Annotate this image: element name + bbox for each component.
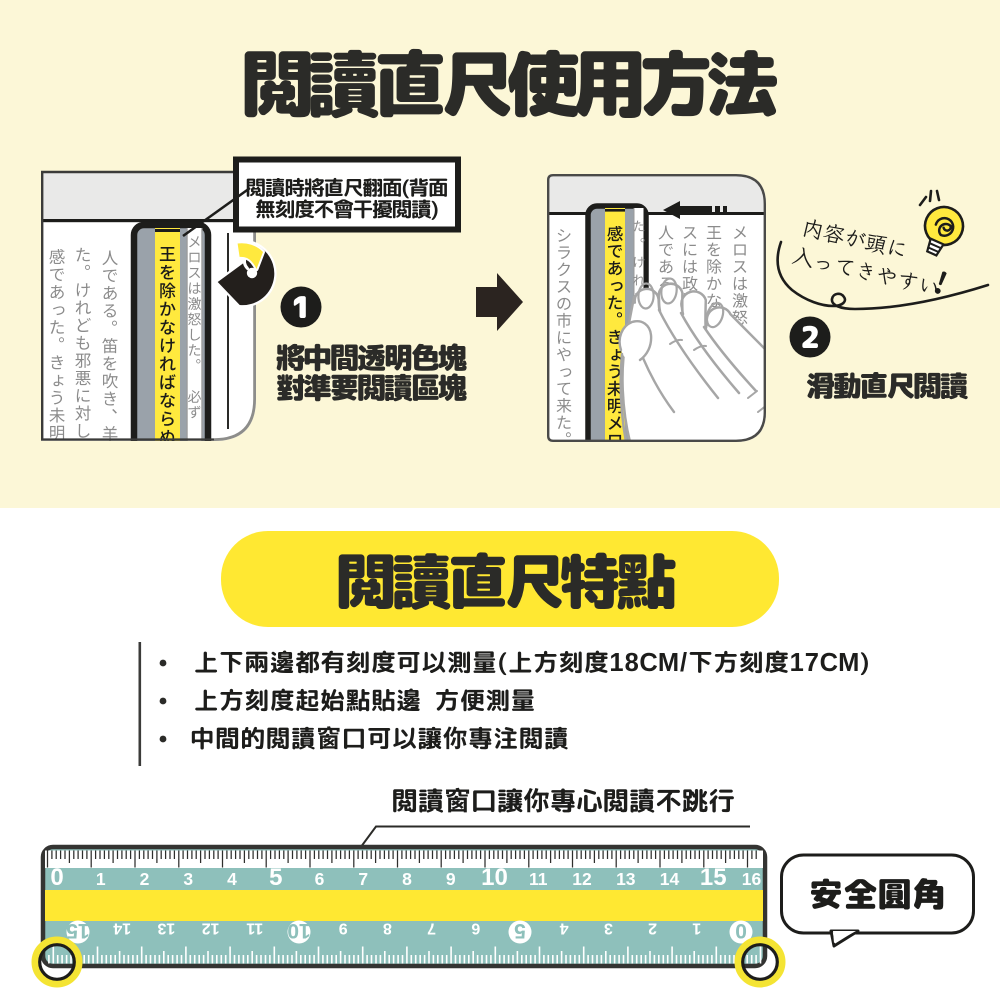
svg-text:5: 5	[269, 864, 282, 891]
svg-text:8: 8	[402, 869, 412, 889]
svg-text:7: 7	[427, 920, 436, 937]
svg-text:12: 12	[572, 869, 592, 889]
svg-text:9: 9	[446, 869, 456, 889]
svg-text:0: 0	[50, 864, 63, 891]
svg-text:10: 10	[287, 919, 310, 942]
svg-text:7: 7	[358, 869, 368, 889]
svg-text:3: 3	[183, 869, 193, 889]
svg-text:C: C	[820, 649, 838, 677]
svg-text:14: 14	[113, 920, 131, 937]
svg-text:7: 7	[805, 649, 819, 677]
svg-text:10: 10	[481, 864, 508, 891]
svg-text:2: 2	[648, 920, 657, 937]
svg-text:16: 16	[742, 869, 762, 889]
svg-text:1: 1	[692, 920, 701, 937]
svg-text:6: 6	[315, 869, 325, 889]
svg-text:15: 15	[700, 864, 727, 891]
svg-text:8: 8	[383, 920, 392, 937]
svg-text:1: 1	[790, 649, 804, 677]
svg-text:14: 14	[660, 869, 680, 889]
svg-text:5: 5	[514, 919, 526, 942]
svg-text:6: 6	[471, 920, 480, 937]
svg-text:4: 4	[560, 920, 569, 937]
svg-text:8: 8	[625, 649, 639, 677]
svg-text:1: 1	[609, 649, 623, 677]
svg-text:11: 11	[529, 869, 548, 889]
svg-text:12: 12	[202, 920, 220, 937]
svg-text:M: M	[658, 649, 679, 677]
svg-text:15: 15	[66, 919, 90, 942]
svg-text:1: 1	[96, 869, 106, 889]
svg-text:9: 9	[339, 920, 348, 937]
svg-text:C: C	[639, 649, 657, 677]
svg-text:3: 3	[604, 920, 613, 937]
svg-text:11: 11	[246, 920, 263, 937]
svg-text:13: 13	[157, 920, 175, 937]
svg-text:2: 2	[140, 869, 150, 889]
svg-text:4: 4	[227, 869, 237, 889]
svg-text:0: 0	[735, 919, 747, 942]
svg-text:13: 13	[616, 869, 636, 889]
svg-text:M: M	[838, 649, 859, 677]
svg-text:/: /	[680, 649, 687, 677]
